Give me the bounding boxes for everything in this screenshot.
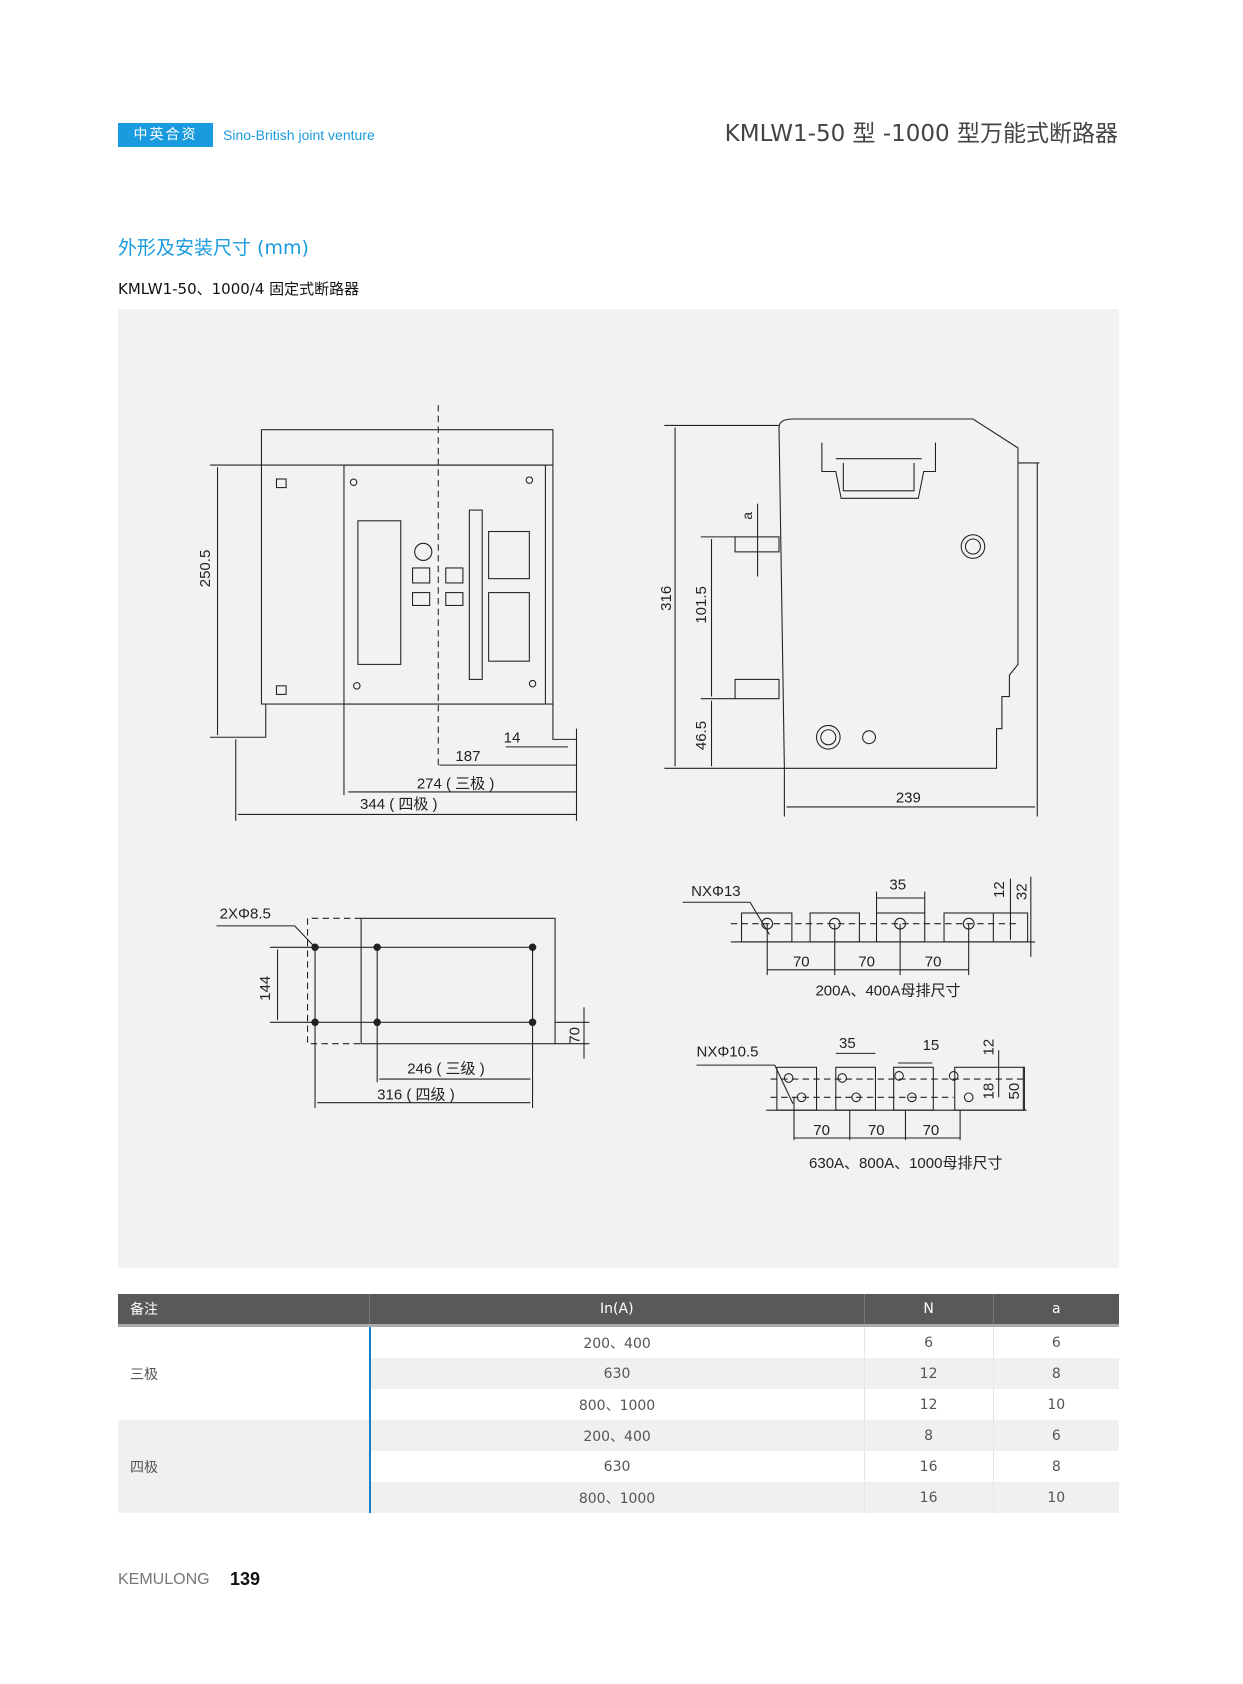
cell-in: 200、400 [369,1325,865,1358]
table-row: 800、1000 12 10 [118,1389,1119,1420]
dim-bus2-15: 15 [923,1037,940,1054]
table-row: 800、1000 16 10 [118,1482,1119,1513]
page-number: 139 [230,1569,261,1589]
cell-a: 6 [992,1420,1119,1451]
drawing-background [118,309,1119,1268]
side-view [664,418,1040,817]
dim-14: 14 [504,730,521,747]
busbar-630-1000 [696,1050,1027,1141]
dim-bus2-12: 12 [980,1039,997,1056]
dim-bus2-70a: 70 [813,1122,830,1139]
cell-a: 8 [992,1451,1119,1482]
dim-bus2-70c: 70 [923,1122,940,1139]
busbar-200-400 [682,876,1036,976]
dim-344: 344 ( 四极 ) [360,796,438,813]
cell-n: 16 [863,1451,994,1482]
cell-a: 6 [992,1325,1119,1358]
dim-187: 187 [455,748,480,765]
table-header-row: 备注 In(A) N a [118,1294,1119,1327]
dim-front-height: 250.5 [197,550,214,588]
table-row: 四极 200、400 8 6 [118,1420,1119,1513]
dim-bus1-70a: 70 [793,954,810,971]
table-row: 630 16 8 [118,1451,1119,1482]
dim-bus1-70c: 70 [925,954,942,971]
cell-n: 6 [863,1325,994,1358]
dim-bus1-12: 12 [991,881,1008,898]
dim-bus1-35: 35 [889,876,906,893]
section-title: 外形及安装尺寸 (mm) [118,237,309,259]
cell-in: 630 [369,1451,865,1482]
front-view [210,405,578,821]
cell-a: 10 [992,1389,1119,1420]
cell-n: 16 [863,1482,994,1513]
dim-mount-246: 246 ( 三级 ) [407,1061,485,1078]
dim-side-101-5: 101.5 [693,586,710,624]
table-row: 三极 200、400 6 6 [118,1325,1119,1420]
group-label: 四极 [118,1420,371,1513]
dim-mount-70: 70 [567,1027,584,1044]
dim-bus2-holes: NXΦ10.5 [697,1044,759,1061]
dim-274: 274 ( 三极 ) [417,776,495,793]
cell-in: 200、400 [369,1420,865,1451]
dim-side-a: a [739,512,755,520]
dim-mount-144: 144 [257,976,274,1001]
dim-side-316: 316 [658,586,675,611]
dim-bus2-35: 35 [839,1035,856,1052]
group-label: 三极 [118,1325,371,1420]
cell-in: 800、1000 [369,1389,865,1420]
header-a: a [992,1294,1119,1327]
cell-in: 630 [369,1358,865,1389]
mounting-view [216,917,590,1109]
cell-n: 8 [863,1420,994,1451]
cell-a: 8 [992,1358,1119,1389]
dim-mount-316: 316 ( 四级 ) [377,1086,455,1103]
dim-mount-holes: 2XΦ8.5 [220,905,271,922]
dim-bus2-50: 50 [1006,1083,1023,1100]
bus1-caption: 200A、400A母排尺寸 [815,982,960,999]
footer-brand: KEMULONG [118,1571,210,1588]
dim-bus2-70b: 70 [868,1122,885,1139]
cell-a: 10 [992,1482,1119,1513]
cell-n: 12 [863,1389,994,1420]
dim-bus1-32: 32 [1014,883,1031,900]
spec-table: 备注 In(A) N a 三极 200、400 6 6 630 12 8 800… [118,1294,1119,1513]
dim-side-239: 239 [896,790,921,807]
table-row: 630 12 8 [118,1358,1119,1389]
cell-in: 800、1000 [369,1482,865,1513]
drawing-subtitle: KMLW1-50、1000/4 固定式断路器 [118,280,360,298]
header-in: In(A) [369,1294,865,1327]
dim-bus1-holes: NXΦ13 [691,883,741,900]
dim-side-46-5: 46.5 [693,721,710,750]
cell-n: 12 [863,1358,994,1389]
header-remark: 备注 [118,1294,370,1327]
joint-venture-subtitle: Sino-British joint venture [223,127,375,143]
bus2-caption: 630A、800A、1000母排尺寸 [809,1155,1002,1172]
dim-bus1-70b: 70 [858,954,875,971]
header-n: N [863,1294,994,1327]
page-title: KMLW1-50 型 -1000 型万能式断路器 [724,121,1118,147]
dim-bus2-18: 18 [980,1083,997,1100]
joint-venture-tag: 中英合资 [118,123,213,147]
